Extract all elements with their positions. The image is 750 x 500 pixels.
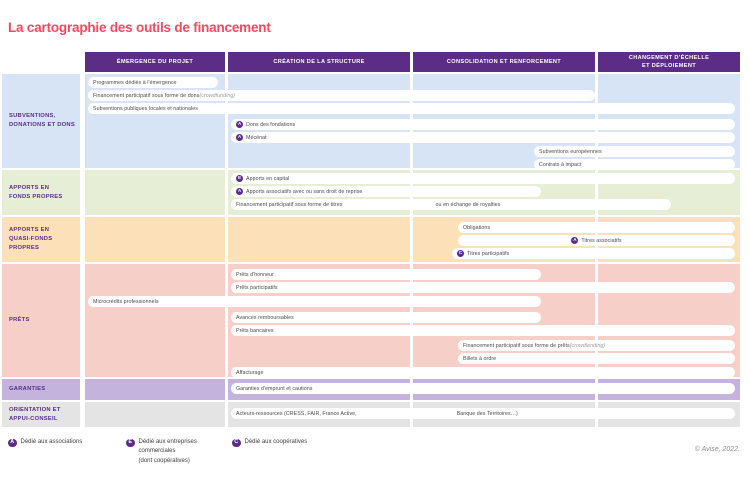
item-programmes-dedies-emergence[interactable]: Programmes dédiés à l'émergence — [88, 77, 218, 88]
legend-item-cooperatives: C Dédié aux coopératives — [232, 438, 307, 447]
item-prets-d-honneur[interactable]: Prêts d'honneur — [231, 269, 541, 280]
cell-prets-emergence — [85, 264, 225, 377]
legend: A Dédié aux associations E Dédié aux ent… — [8, 438, 508, 488]
cell-quasi-creation — [228, 217, 410, 262]
legend-item-associations: A Dédié aux associations — [8, 438, 82, 447]
badge-a-icon: A — [8, 438, 17, 447]
item-microcredits-professionnels[interactable]: Microcrédits professionnels — [88, 296, 541, 307]
item-obligations[interactable]: Obligations — [458, 222, 735, 233]
badge-e-icon: E — [236, 175, 243, 182]
cell-subventions-emergence — [85, 74, 225, 168]
item-financement-participatif-prets[interactable]: Financement participatif sous forme de p… — [458, 340, 735, 351]
column-header-row: ÉMERGENCE DU PROJET CRÉATION DE LA STRUC… — [0, 52, 742, 72]
badge-a-icon: A — [236, 121, 243, 128]
column-header-creation: CRÉATION DE LA STRUCTURE — [228, 52, 410, 72]
badge-e-icon: E — [126, 438, 135, 447]
item-billets-a-ordre[interactable]: Billets à ordre — [458, 353, 735, 364]
financing-tools-map: ÉMERGENCE DU PROJET CRÉATION DE LA STRUC… — [0, 52, 742, 427]
cell-fonds-emergence — [85, 170, 225, 215]
column-header-emergence: ÉMERGENCE DU PROJET — [85, 52, 225, 72]
row-label-garanties: GARANTIES — [2, 379, 80, 400]
item-contrats-a-impact[interactable]: Contrats à impact — [534, 159, 735, 170]
legend-item-entreprises: E Dédié aux entreprises commerciales (do… — [126, 438, 197, 466]
row-label-orientation: ORIENTATION ET APPUI-CONSEIL — [2, 402, 80, 427]
item-financement-participatif-titres[interactable]: Financement participatif sous forme de t… — [231, 199, 671, 210]
item-subventions-europeennes[interactable]: Subventions européennes — [534, 146, 735, 157]
badge-a-icon: A — [236, 134, 243, 141]
row-band-prets: PRÊTS Prêts d'honneur Prêts participatif… — [0, 264, 742, 378]
row-band-quasi-fonds: APPORTS EN QUASI-FONDS PROPRES Obligatio… — [0, 217, 742, 262]
legend-label-entreprises: Dédié aux entreprises commerciales (dont… — [138, 439, 197, 464]
item-prets-participatifs[interactable]: Prêts participatifs — [231, 282, 735, 293]
item-subventions-publiques[interactable]: Subventions publiques locales et nationa… — [88, 103, 735, 114]
cell-orientation-emergence — [85, 402, 225, 427]
row-band-subventions: SUBVENTIONS, DONATIONS ET DONS Programme… — [0, 74, 742, 170]
cell-quasi-emergence — [85, 217, 225, 262]
badge-a-icon: A — [236, 188, 243, 195]
column-header-consolidation: CONSOLIDATION ET RENFORCEMENT — [413, 52, 595, 72]
item-garanties-emprunt-cautions[interactable]: Garanties d'emprunt et cautions — [231, 383, 735, 394]
copyright-notice: © Avise, 2022. — [694, 446, 740, 453]
row-band-orientation: ORIENTATION ET APPUI-CONSEIL Acteurs-res… — [0, 402, 742, 427]
row-label-fonds-propres: APPORTS EN FONDS PROPRES — [2, 170, 80, 215]
badge-c-icon: C — [457, 250, 464, 257]
item-prets-bancaires[interactable]: Prêts bancaires — [231, 325, 735, 336]
item-affacturage[interactable]: Affacturage — [231, 367, 735, 378]
page-title: La cartographie des outils de financemen… — [8, 20, 271, 35]
item-acteurs-ressources[interactable]: Acteurs-ressources (CRESS, FAIR, France … — [231, 408, 735, 419]
item-financement-participatif-dons[interactable]: Financement participatif sous forme de d… — [88, 90, 595, 101]
cell-garanties-emergence — [85, 379, 225, 400]
item-avances-remboursables[interactable]: Avances remboursables — [231, 312, 541, 323]
column-header-changement: CHANGEMENT D’ÉCHELLE ET DÉPLOIEMENT — [598, 52, 740, 72]
row-label-prets: PRÊTS — [2, 264, 80, 377]
row-band-garanties: GARANTIES Garanties d'emprunt et caution… — [0, 379, 742, 400]
legend-label-associations: Dédié aux associations — [20, 439, 83, 445]
row-label-subventions: SUBVENTIONS, DONATIONS ET DONS — [2, 74, 80, 168]
row-label-quasi-fonds: APPORTS EN QUASI-FONDS PROPRES — [2, 217, 80, 262]
badge-c-icon: C — [232, 438, 241, 447]
badge-a-icon: A — [571, 237, 579, 244]
legend-label-cooperatives: Dédié aux coopératives — [244, 439, 308, 445]
